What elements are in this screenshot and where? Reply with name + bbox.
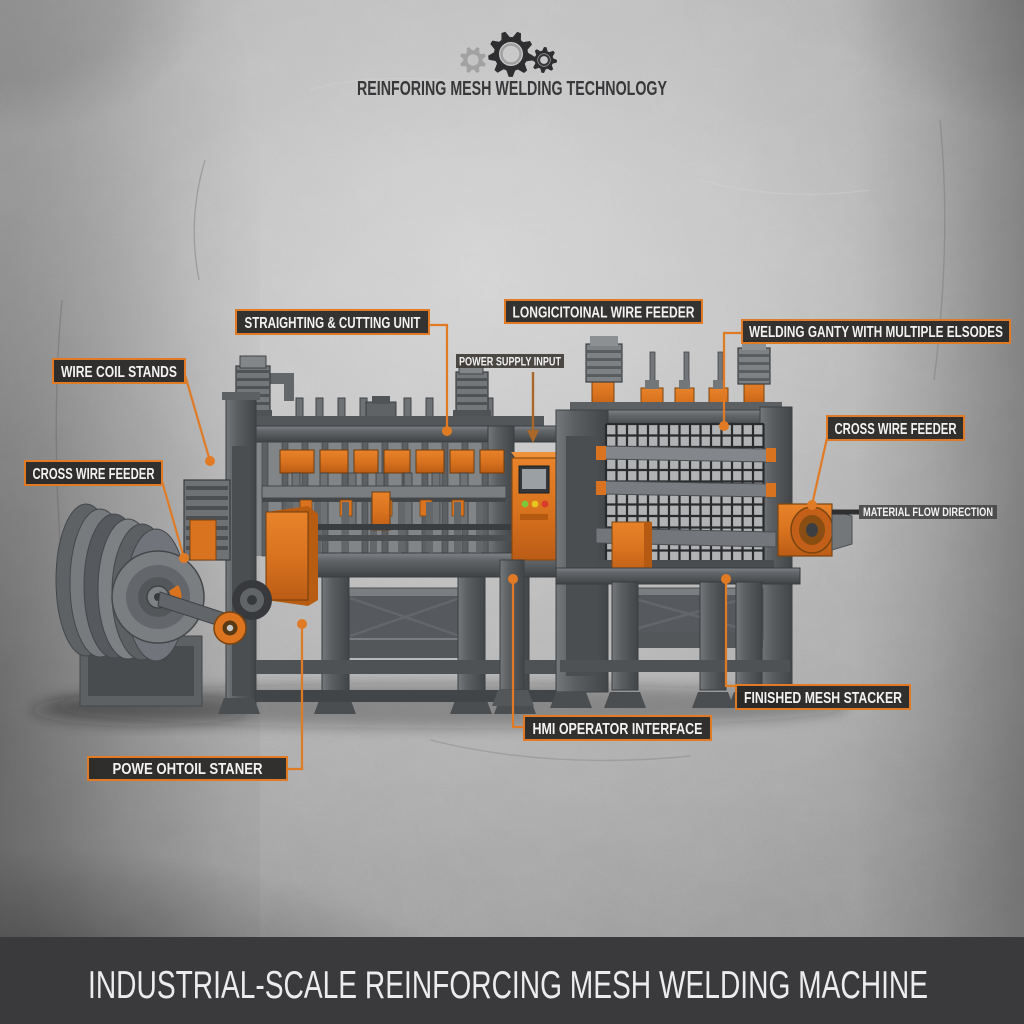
svg-text:FINISHED MESH STACKER: FINISHED MESH STACKER <box>744 690 902 707</box>
svg-text:WELDING GANTY WITH MULTIPLE EL: WELDING GANTY WITH MULTIPLE ELSODES <box>749 324 1003 341</box>
svg-text:LONGICITOINAL WIRE FEEDER: LONGICITOINAL WIRE FEEDER <box>513 304 695 321</box>
svg-text:WIRE COIL STANDS: WIRE COIL STANDS <box>61 364 177 381</box>
svg-text:MATERIAL FLOW DIRECTION: MATERIAL FLOW DIRECTION <box>863 507 993 519</box>
svg-text:STRAIGHTING & CUTTING UNIT: STRAIGHTING & CUTTING UNIT <box>245 315 421 332</box>
svg-text:CROSS WIRE FEEDER: CROSS WIRE FEEDER <box>835 421 957 438</box>
svg-text:CROSS WIRE FEEDER: CROSS WIRE FEEDER <box>33 466 155 483</box>
svg-text:REINFORING MESH WELDING TECHNO: REINFORING MESH WELDING TECHNOLOGY <box>357 78 667 100</box>
svg-text:POWER SUPPLY INPUT: POWER SUPPLY INPUT <box>459 354 562 368</box>
svg-text:POWE OHTOIL STANER: POWE OHTOIL STANER <box>113 761 263 778</box>
svg-text:INDUSTRIAL-SCALE REINFORCING M: INDUSTRIAL-SCALE REINFORCING MESH WELDIN… <box>88 964 928 1007</box>
svg-text:HMI OPERATOR INTERFACE: HMI OPERATOR INTERFACE <box>533 721 703 738</box>
